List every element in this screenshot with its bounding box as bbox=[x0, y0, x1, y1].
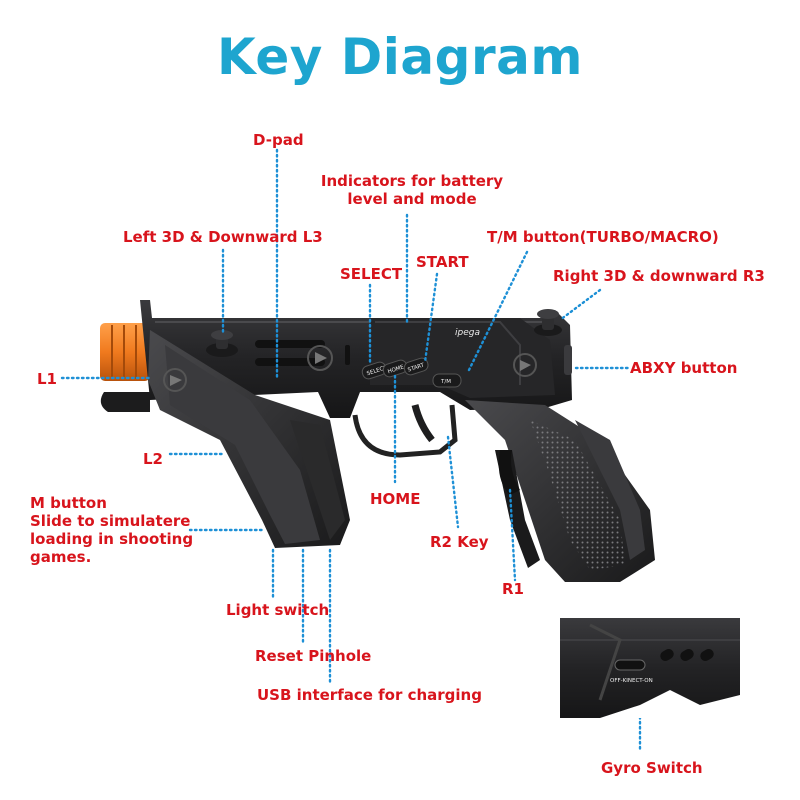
label-tm: T/M button(TURBO/MACRO) bbox=[487, 228, 719, 246]
leader-r2 bbox=[446, 435, 460, 529]
label-indicators: Indicators for battery level and mode bbox=[312, 172, 512, 208]
abxy-buttons[interactable] bbox=[564, 345, 572, 375]
leader-tm bbox=[466, 250, 529, 374]
label-indicators-line2: level and mode bbox=[347, 190, 477, 208]
label-abxy: ABXY button bbox=[630, 359, 738, 377]
leader-right3d bbox=[558, 288, 602, 322]
left-joystick[interactable] bbox=[206, 330, 238, 357]
label-m-line3: loading in shooting bbox=[30, 530, 194, 548]
label-usb: USB interface for charging bbox=[257, 686, 482, 704]
svg-text:START: START bbox=[407, 362, 426, 373]
select-button[interactable]: SELECT bbox=[361, 361, 389, 381]
gyro-switch-slider[interactable] bbox=[614, 659, 646, 671]
barrel-tip bbox=[100, 323, 150, 381]
label-right3d: Right 3D & downward R3 bbox=[553, 267, 765, 285]
label-l2: L2 bbox=[143, 450, 163, 468]
svg-text:HOME: HOME bbox=[387, 364, 405, 375]
label-l1: L1 bbox=[37, 370, 57, 388]
decor-circle-left bbox=[163, 368, 187, 392]
label-select: SELECT bbox=[340, 265, 403, 283]
label-reset-pinhole: Reset Pinhole bbox=[255, 647, 372, 665]
home-button[interactable]: HOME bbox=[382, 359, 409, 379]
start-button[interactable]: START bbox=[403, 357, 430, 377]
label-r2: R2 Key bbox=[430, 533, 489, 551]
switch-label: OFF-KINECT-ON bbox=[610, 678, 653, 684]
label-gyro-switch: Gyro Switch bbox=[601, 759, 703, 777]
decor-circle-center bbox=[307, 345, 333, 371]
label-indicators-line1: Indicators for battery bbox=[320, 172, 504, 190]
tm-button[interactable]: T/M bbox=[432, 373, 462, 388]
svg-text:T/M: T/M bbox=[440, 379, 451, 385]
page-title: Key Diagram bbox=[217, 28, 583, 86]
label-start: START bbox=[416, 253, 469, 271]
gyro-inset: OFF-KINECT-ON bbox=[560, 618, 740, 718]
label-m-button: M button Slide to simulatere loading in … bbox=[30, 494, 193, 566]
label-dpad: D-pad bbox=[253, 131, 304, 149]
right-joystick[interactable] bbox=[534, 309, 562, 336]
label-r1: R1 bbox=[502, 580, 524, 598]
brand-logo: ipega bbox=[455, 328, 480, 338]
label-light-switch: Light switch bbox=[226, 601, 330, 619]
leader-r1 bbox=[508, 488, 517, 582]
label-left3d: Left 3D & Downward L3 bbox=[123, 228, 323, 246]
decor-circle-right bbox=[513, 353, 537, 377]
label-home: HOME bbox=[370, 490, 421, 508]
label-m-line4: games. bbox=[30, 548, 92, 566]
label-m-line1: M button bbox=[30, 494, 107, 512]
leader-start bbox=[423, 272, 439, 364]
label-m-line2: Slide to simulatere bbox=[30, 512, 191, 530]
